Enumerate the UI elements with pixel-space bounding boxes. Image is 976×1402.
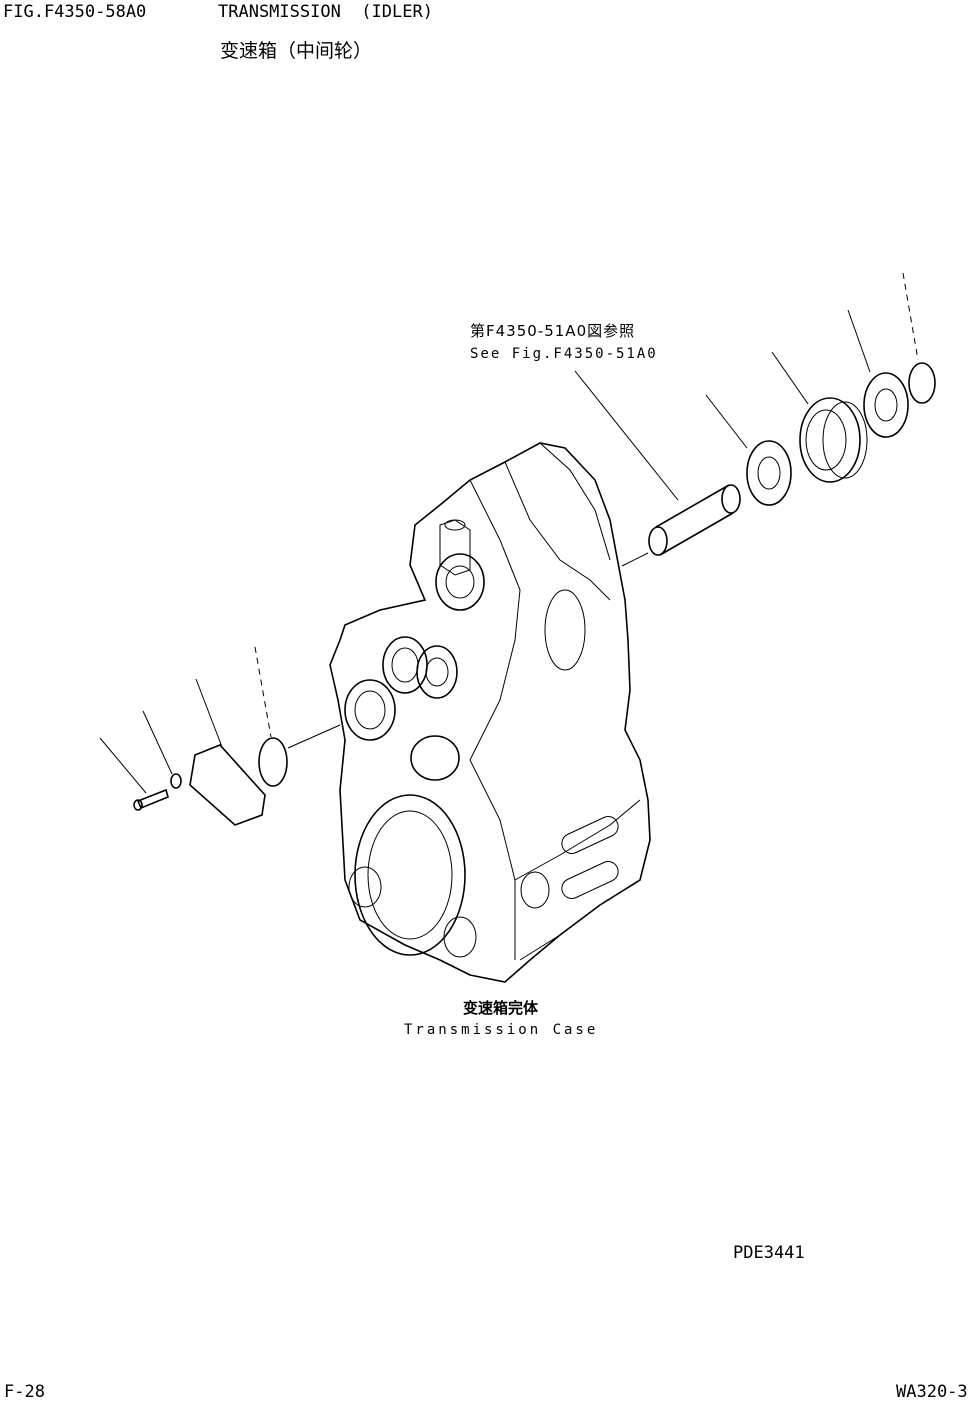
ball-bearing — [746, 440, 792, 506]
bolt — [133, 788, 169, 811]
page-number: F-28 — [4, 1382, 45, 1402]
machine-model: WA320-3 — [896, 1382, 968, 1402]
case-label-chinese: 变速箱完体 — [463, 999, 539, 1017]
reference-label-english: See Fig.F4350-51A0 — [470, 346, 658, 362]
page-title-chinese: 变速箱（中间轮） — [220, 40, 373, 62]
page-title-english: TRANSMISSION (IDLER) — [218, 2, 433, 22]
drawing-number: PDE3441 — [733, 1243, 805, 1263]
cover-plate — [189, 744, 266, 826]
case-label-english: Transmission Case — [404, 1022, 599, 1038]
idler-shaft — [648, 484, 741, 556]
leader-lines — [99, 272, 919, 794]
bearing-cage — [799, 397, 868, 483]
washer — [170, 773, 182, 789]
reference-label-chinese: 第F4350-51A0図参照 — [470, 322, 636, 340]
roller-bearing — [863, 372, 909, 438]
transmission-case-drawing — [329, 442, 651, 983]
figure-id: FIG.F4350-58A0 — [3, 2, 147, 22]
snap-ring — [908, 362, 936, 404]
o-ring — [258, 737, 288, 787]
